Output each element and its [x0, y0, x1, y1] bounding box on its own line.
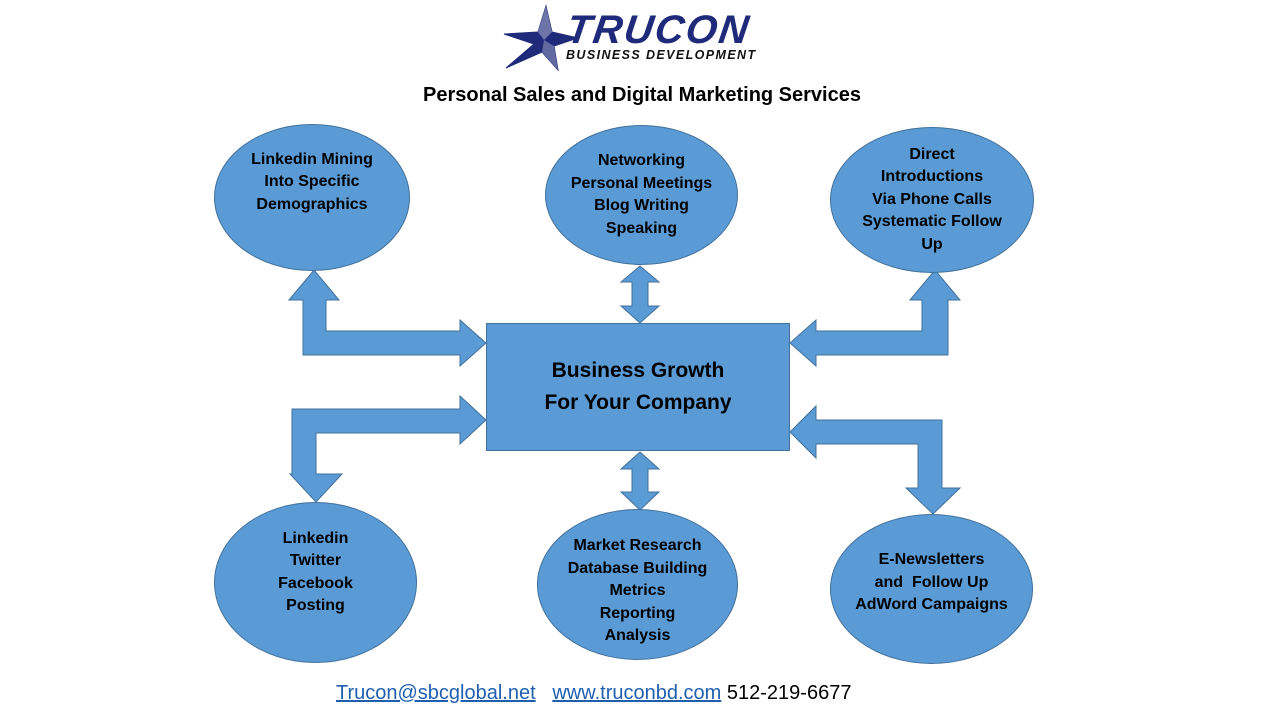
ellipse-social-posting: Linkedin Twitter Facebook Posting	[214, 502, 417, 663]
node-line: Demographics	[256, 195, 368, 213]
node-line: Market Research	[573, 537, 702, 555]
node-line: Into Specific	[264, 173, 360, 191]
star-icon	[503, 4, 580, 72]
node-line: AdWord Campaigns	[855, 596, 1008, 614]
node-line: Via Phone Calls	[872, 190, 992, 208]
arrow-top-left	[287, 269, 487, 368]
ellipse-direct-introductions: Direct Introductions Via Phone Calls Sys…	[830, 127, 1034, 273]
node-line: and Follow Up	[874, 573, 989, 591]
arrow-top-right	[789, 269, 962, 368]
node-line: Reporting	[599, 604, 676, 622]
page-subtitle: Personal Sales and Digital Marketing Ser…	[423, 84, 861, 106]
node-line: Systematic Follow	[862, 213, 1002, 231]
arrow-bottom-left	[288, 394, 487, 503]
node-line: Introductions	[880, 168, 984, 186]
ellipse-e-newsletters: E-Newsletters and Follow Up AdWord Campa…	[830, 514, 1033, 664]
node-line: Linkedin Mining	[251, 150, 373, 168]
center-box-business-growth: Business Growth For Your Company	[486, 323, 790, 451]
node-line: Speaking	[605, 219, 678, 237]
node-line: Analysis	[604, 627, 671, 645]
node-line: Linkedin	[282, 529, 349, 547]
node-line: Metrics	[609, 582, 666, 600]
website-link[interactable]: www.truconbd.com	[552, 682, 722, 704]
arrow-bottom-center	[619, 451, 661, 511]
node-line: Database Building	[567, 559, 708, 577]
ellipse-linkedin-mining: Linkedin Mining Into Specific Demographi…	[214, 124, 410, 271]
logo	[500, 4, 790, 72]
node-line: Blog Writing	[594, 197, 689, 214]
phone-number: 512-219-6677	[726, 682, 852, 704]
node-line: Direct	[909, 145, 955, 163]
node-line: Personal Meetings	[570, 174, 713, 192]
ellipse-market-research: Market Research Database Building Metric…	[537, 509, 738, 660]
node-line: Facebook	[278, 574, 353, 592]
node-line: Up	[921, 235, 943, 253]
arrow-top-center	[619, 265, 661, 324]
node-line: Networking	[597, 152, 686, 169]
ellipse-networking: Networking Personal Meetings Blog Writin…	[545, 125, 738, 265]
center-line-2: For Your Company	[544, 391, 732, 414]
contact-footer: Trucon@sbcglobal.net www.truconbd.com 51…	[336, 682, 851, 705]
node-line: Twitter	[289, 552, 342, 569]
email-link[interactable]: Trucon@sbcglobal.net	[336, 682, 536, 704]
node-line: Posting	[286, 597, 345, 614]
arrow-bottom-right	[789, 404, 962, 515]
logo-subtitle: BUSINESS DEVELOPMENT	[566, 48, 757, 62]
node-line: E-Newsletters	[878, 551, 985, 569]
center-line-1: Business Growth	[551, 359, 725, 382]
